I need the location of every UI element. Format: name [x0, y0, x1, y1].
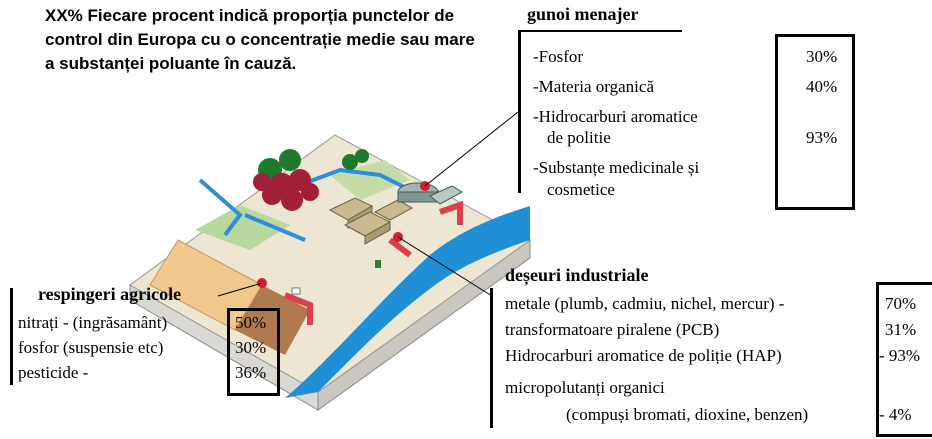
- industrial-percent: - 93%: [879, 346, 921, 365]
- small-tree: [375, 260, 381, 268]
- agricultural-item-label: pesticide -: [18, 363, 89, 382]
- household-title: gunoi menajer: [527, 4, 639, 24]
- river: [285, 206, 530, 398]
- household-percent: 40%: [806, 77, 838, 96]
- leader-line-agricultural: [217, 282, 263, 297]
- tree-cluster: [253, 149, 369, 211]
- household-percent: 30%: [806, 47, 838, 66]
- industrial-percent-box: [876, 282, 932, 437]
- small-building: [291, 287, 301, 295]
- canal-line: [299, 167, 421, 197]
- industrial-percent: - 4%: [879, 405, 912, 424]
- household-underline: [520, 30, 682, 32]
- household-item-label: -Hidrocarburi aromatice: [533, 107, 698, 126]
- household-percent-box: [775, 34, 855, 210]
- industrial-item-label: (compuși bromati, dioxine, benzen): [566, 405, 809, 424]
- agricultural-item-label: fosfor (suspensie etc): [18, 338, 164, 357]
- canal-line: [198, 178, 243, 237]
- legend-text: XX% Fiecare procent indică proporția pun…: [45, 6, 475, 73]
- agricultural-title: respingeri agricole: [38, 284, 182, 304]
- industrial-item-label: metale (plumb, cadmiu, nichel, mercur) -: [505, 294, 785, 313]
- household-bar: [518, 30, 521, 193]
- industrial-percent: 70%: [885, 294, 917, 313]
- pipe-household: [439, 200, 463, 225]
- leader-line-industrial: [397, 236, 493, 297]
- household-percent: 93%: [806, 128, 838, 147]
- industrial-title: deșeuri industriale: [505, 265, 649, 285]
- industrial-item-label: transformatoare piralene (PCB): [505, 320, 720, 339]
- household-item-label: de politie: [547, 128, 611, 147]
- agricultural-percent: 50%: [235, 313, 267, 332]
- household-item-label: -Substanțe medicinale și: [533, 158, 700, 177]
- grass-patch: [195, 205, 290, 250]
- factory: [328, 197, 414, 245]
- industrial-item-label: Hidrocarburi aromatice de poliție (HAP): [505, 346, 782, 365]
- industrial-percent: 31%: [885, 320, 917, 339]
- agricultural-bar: [10, 288, 13, 385]
- household-item-label: -Materia organică: [533, 77, 654, 96]
- agricultural-percent: 36%: [235, 363, 267, 382]
- industrial-bar: [490, 288, 493, 428]
- canal-line: [244, 213, 306, 242]
- pipe-agricultural: [283, 292, 313, 325]
- agricultural-percent-box: [227, 308, 280, 396]
- agricultural-item-label: nitrați - (ingrăsamânt): [18, 313, 168, 332]
- industrial-item-label: micropolutanți organici: [505, 378, 665, 397]
- leader-line-household: [424, 111, 519, 187]
- household-item-label: cosmetice: [547, 180, 615, 199]
- agricultural-percent: 30%: [235, 338, 267, 357]
- pipe-industrial: [388, 237, 412, 258]
- household-item-label: -Fosfor: [533, 47, 584, 66]
- farm-field-brown: [235, 285, 310, 355]
